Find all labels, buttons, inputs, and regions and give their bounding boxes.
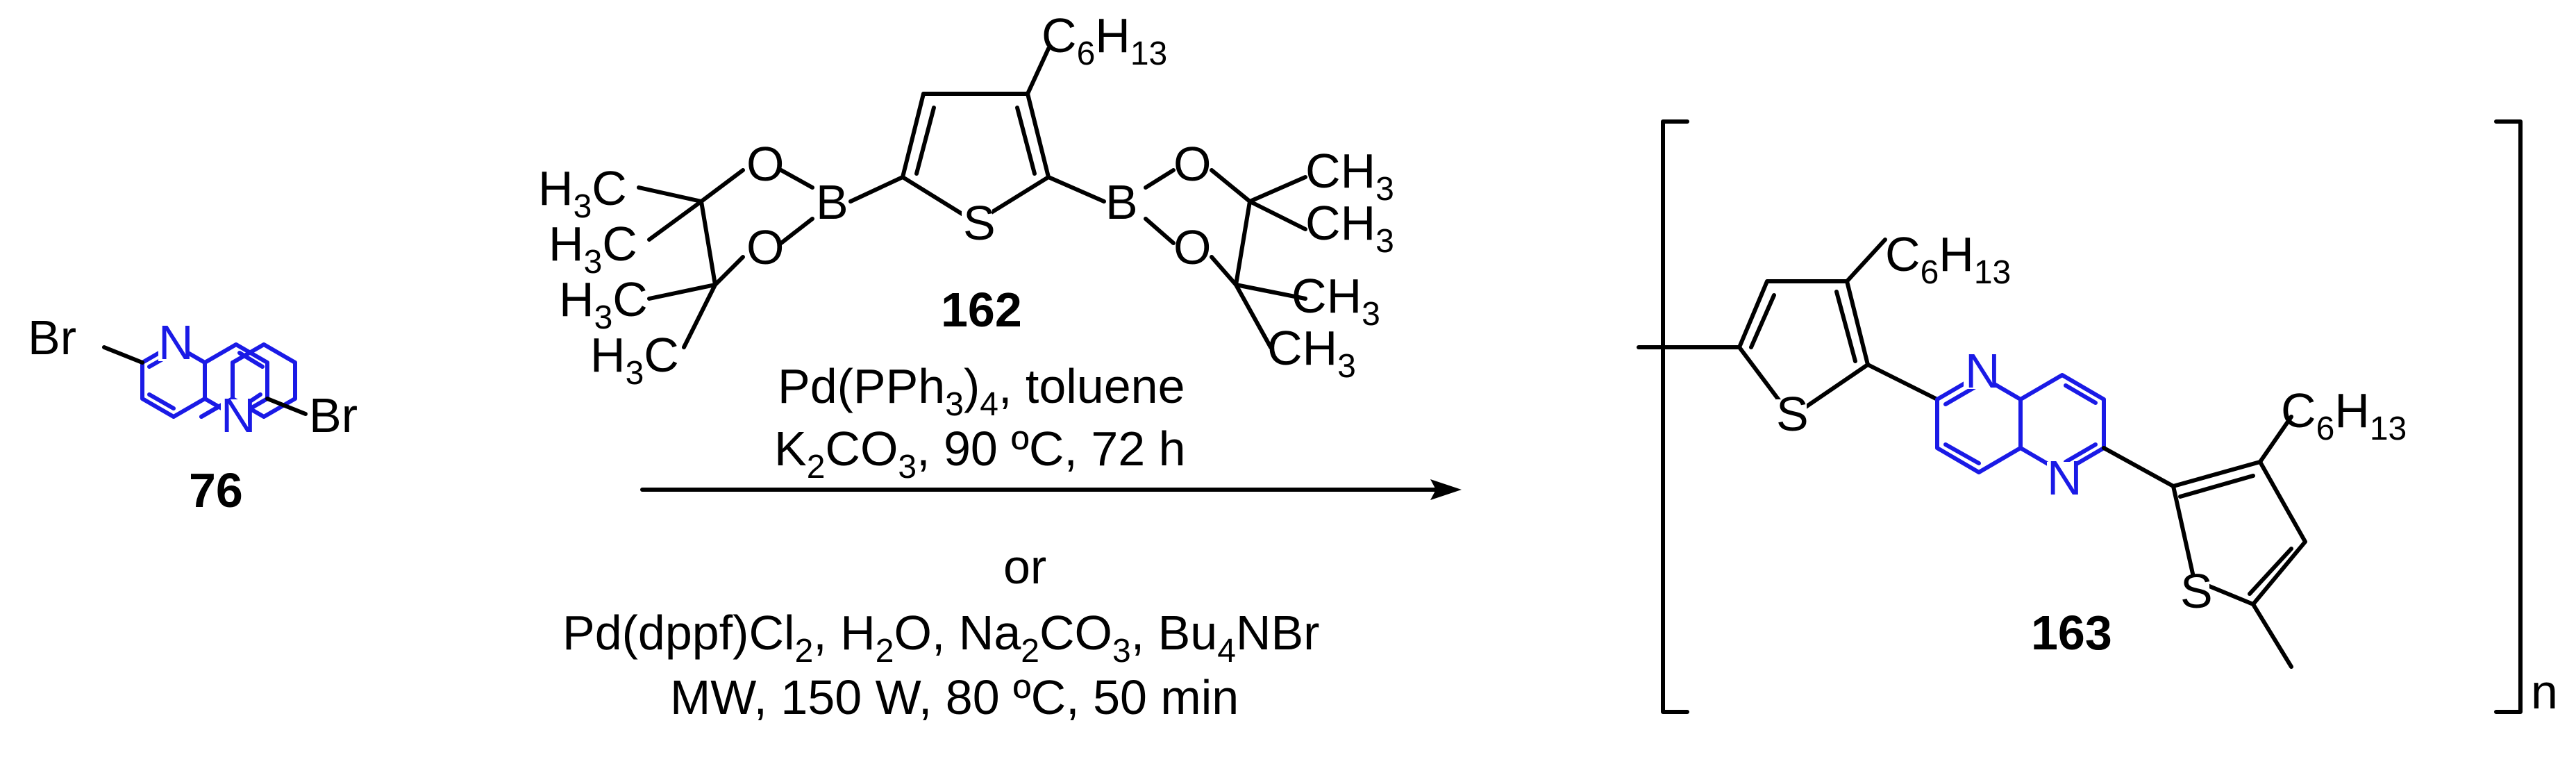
methyl-right-1: CH3 (1305, 144, 1394, 208)
product-163: n S C6H13 N N S C6H13 (1637, 119, 2558, 719)
arrow-head (1430, 479, 1462, 500)
condition-or: or (1003, 540, 1046, 594)
condition-line-2: K2CO3, 90 ºC, 72 h (774, 422, 1186, 485)
bromo-left: Br (28, 310, 76, 365)
boron-right: B (1105, 175, 1138, 229)
reaction-conditions: Pd(PPh3)4, toluene K2CO3, 90 ºC, 72 h or… (562, 359, 1462, 724)
hexyl-group: C6H13 (1042, 8, 1167, 72)
condition-line-4: MW, 150 W, 80 ºC, 50 min (670, 670, 1239, 724)
reactant-76: Br N N Br 76 (28, 310, 358, 517)
methyl-right-2: CH3 (1305, 196, 1394, 260)
methyl-left-3: H3C (559, 272, 648, 336)
compound-label-163: 163 (2031, 606, 2112, 660)
condition-line-3: Pd(dppf)Cl2, H2O, Na2CO3, Bu4NBr (562, 606, 1319, 670)
compound-label-162: 162 (941, 283, 1022, 337)
nitrogen-top: N (158, 315, 194, 369)
repeat-unit-n: n (2531, 665, 2558, 719)
methyl-left-2: H3C (549, 217, 637, 281)
oxygen-right-bottom: O (1173, 220, 1211, 274)
product-nitrogen-bottom: N (2047, 451, 2082, 505)
bracket-right (2494, 119, 2523, 714)
methyl-right-4: CH3 (1267, 321, 1356, 385)
product-hexyl-left: C6H13 (1885, 227, 2011, 291)
oxygen-left-top: O (746, 137, 784, 191)
compound-label-76: 76 (189, 463, 243, 517)
methyl-left-4: H3C (590, 328, 679, 392)
product-hexyl-right: C6H13 (2281, 383, 2407, 447)
oxygen-right-top: O (1173, 137, 1211, 191)
condition-line-1: Pd(PPh3)4, toluene (778, 359, 1185, 423)
thiophene-sulfur: S (963, 196, 996, 250)
product-sulfur-right: S (2180, 564, 2213, 618)
reagent-162: S C6H13 B O O H3C H3C H3C H3C B O O (538, 8, 1394, 392)
bracket-left (1661, 119, 1689, 714)
bromo-right: Br (309, 388, 358, 442)
oxygen-left-bottom: O (746, 220, 784, 274)
nitrogen-bottom: N (221, 388, 256, 442)
methyl-left-1: H3C (538, 161, 627, 225)
product-nitrogen-top: N (1965, 344, 2000, 398)
methyl-right-3: CH3 (1291, 269, 1380, 333)
product-sulfur-left: S (1776, 387, 1809, 441)
boron-left: B (816, 175, 848, 229)
